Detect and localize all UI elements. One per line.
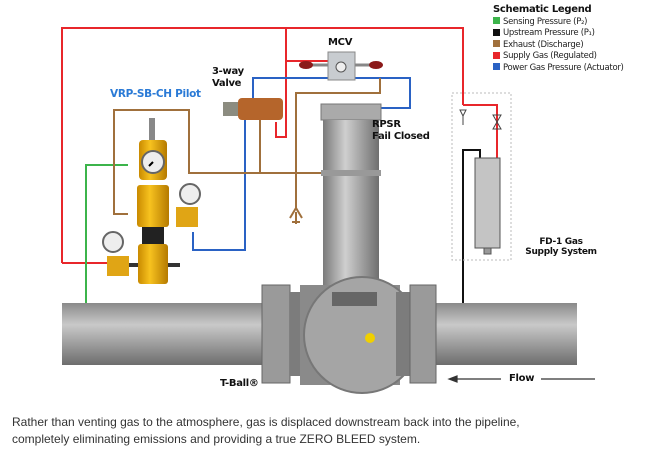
actuator-cylinder <box>320 103 382 290</box>
supply-gas-line <box>275 28 287 138</box>
three-way-label-line2: Valve <box>212 78 242 89</box>
legend-item-exhaust: Exhaust (Discharge) <box>493 40 624 52</box>
legend-title: Schematic Legend <box>493 4 592 15</box>
legend-swatch <box>493 63 500 70</box>
legend-item-supply: Supply Gas (Regulated) <box>493 51 624 63</box>
caption: Rather than venting gas to the atmospher… <box>12 414 520 448</box>
legend-item-upstream: Upstream Pressure (P₁) <box>493 28 624 40</box>
legend-label: Exhaust (Discharge) <box>503 39 584 50</box>
legend-item-power: Power Gas Pressure (Actuator) <box>493 63 624 75</box>
supply-gas-line <box>463 104 498 160</box>
fd1-cylinder <box>474 157 501 249</box>
fd1-enclosure <box>451 92 512 261</box>
fd1-label-line2: Supply System <box>525 247 597 257</box>
legend-swatch <box>493 28 500 36</box>
fd1-label-line1: FD-1 Gas <box>539 237 583 247</box>
flow-label: Flow <box>509 373 535 384</box>
pilot-regulator <box>102 118 201 284</box>
t-ball-label: T-Ball® <box>220 378 259 389</box>
rpsr-label-line1: RPSR <box>372 119 401 130</box>
mcv-valve <box>299 51 383 81</box>
t-ball-valve <box>261 276 437 394</box>
rpsr-label-line2: Fail Closed <box>372 131 430 142</box>
schematic-legend: Schematic Legend Sensing Pressure (P₂) U… <box>493 4 624 74</box>
legend-swatch <box>493 51 500 59</box>
legend-label: Upstream Pressure (P₁) <box>503 28 595 38</box>
legend-label: Sensing Pressure (P₂) <box>503 16 588 27</box>
legend-swatch <box>493 17 500 24</box>
legend-swatch <box>493 40 500 47</box>
power-gas-line <box>192 118 246 251</box>
pilot-label: VRP-SB-CH Pilot <box>110 88 201 100</box>
upstream-line <box>462 149 481 303</box>
caption-line-2: completely eliminating emissions and pro… <box>12 432 421 446</box>
legend-label: Power Gas Pressure (Actuator) <box>503 62 624 73</box>
three-way-label-line1: 3-way <box>212 66 244 77</box>
flow-arrow <box>447 375 595 383</box>
legend-item-sensing: Sensing Pressure (P₂) <box>493 17 624 29</box>
three-way-valve <box>223 98 283 120</box>
power-gas-line <box>355 77 411 109</box>
legend-label: Supply Gas (Regulated) <box>503 51 597 61</box>
fd1-drain <box>483 247 492 255</box>
exhaust-line <box>295 78 381 210</box>
mcv-label: MCV <box>328 37 353 48</box>
exhaust-vent-icon <box>289 206 303 224</box>
supply-gas-line <box>61 27 464 263</box>
fd1-regulator-symbols <box>459 109 502 130</box>
power-gas-line <box>252 77 330 100</box>
caption-line-1: Rather than venting gas to the atmospher… <box>12 415 520 429</box>
exhaust-line <box>113 109 330 215</box>
